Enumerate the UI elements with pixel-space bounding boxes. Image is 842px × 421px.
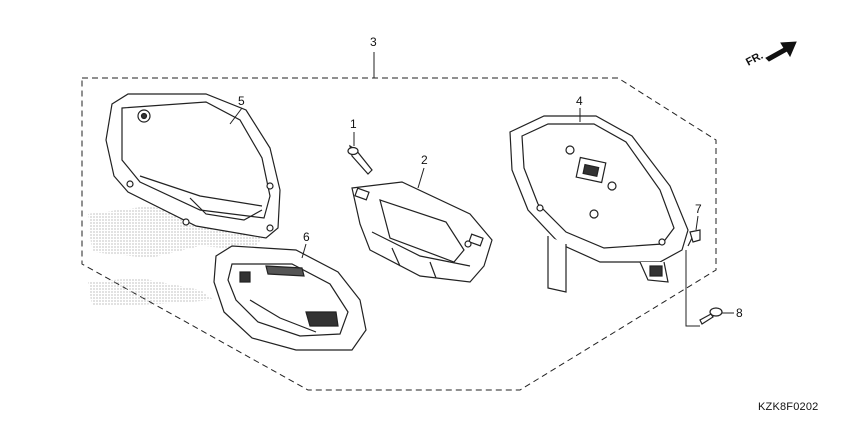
callout-6: 6 — [303, 230, 310, 244]
leader-7 — [695, 215, 699, 231]
part-4-meter-case — [509, 115, 689, 293]
part-1-screw — [347, 144, 373, 175]
part-2-meter-unit — [351, 181, 493, 283]
part-6-meter-panel — [213, 245, 367, 351]
fr-arrow — [765, 41, 797, 62]
callout-8: 8 — [736, 306, 743, 320]
callout-5: 5 — [238, 94, 245, 108]
callout-1: 1 — [350, 117, 357, 131]
callout-7: 7 — [695, 202, 702, 216]
callout-2: 2 — [421, 153, 428, 167]
part-8-screw — [699, 307, 723, 325]
leader-2 — [417, 167, 425, 189]
assembly-boundary — [81, 77, 717, 391]
leader-5 — [229, 107, 243, 125]
callout-3: 3 — [370, 35, 377, 49]
leader-6 — [301, 243, 307, 259]
callout-4: 4 — [576, 94, 583, 108]
leader-bracket — [685, 250, 700, 327]
stipple-shading — [88, 206, 262, 306]
part-5-meter-visor — [105, 93, 281, 239]
diagram-code: KZK8F0202 — [758, 401, 819, 413]
part-7-tapping-screw — [687, 229, 701, 247]
